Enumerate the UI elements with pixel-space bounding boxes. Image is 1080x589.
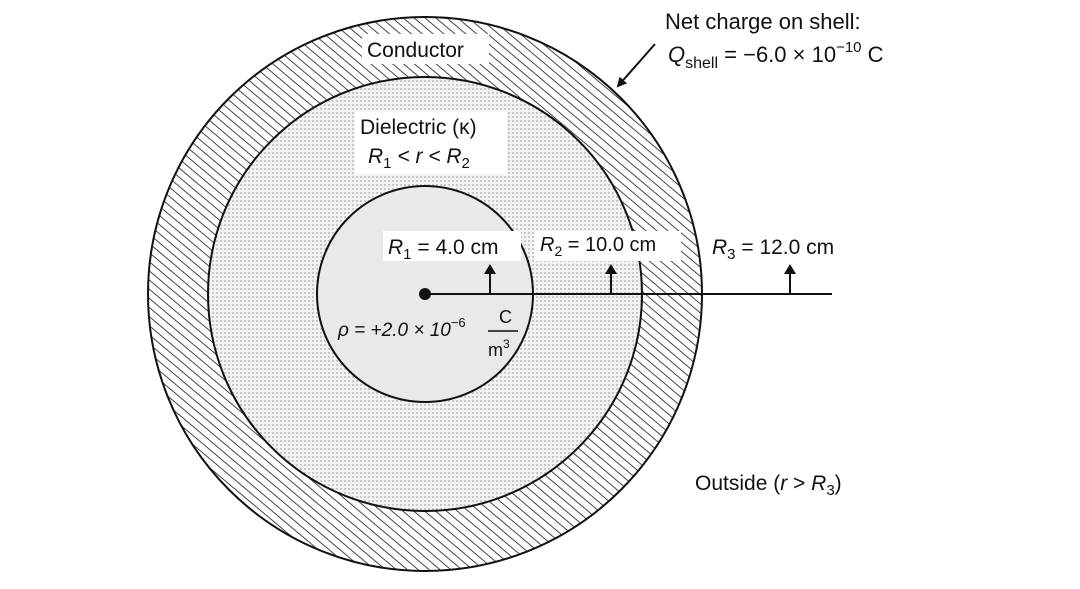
conductor-label: Conductor <box>367 39 464 62</box>
rho-unit-numerator: C <box>499 307 512 327</box>
conductor-label-bg <box>362 34 489 64</box>
dielectric-range: R1 < r < R2 <box>368 145 470 172</box>
dielectric-label: Dielectric (κ) <box>360 116 477 139</box>
r2-label: R2 = 10.0 cm <box>540 234 656 259</box>
r2-label-bg <box>535 231 681 261</box>
center-point <box>419 288 431 300</box>
r1-label: R1 = 4.0 cm <box>388 236 498 263</box>
r3-label: R3 = 12.0 cm <box>712 236 834 263</box>
dielectric-label-bg <box>355 112 507 174</box>
net-charge-title: Net charge on shell: <box>665 9 861 34</box>
q-symbol: Q <box>668 42 685 67</box>
net-charge-value: Qshell = −6.0 × 10−10 C <box>668 39 884 72</box>
r1-label-bg <box>383 231 521 261</box>
outside-label: Outside (r > R3) <box>695 472 842 499</box>
q-unit: C <box>862 42 884 67</box>
rho-unit-denominator: m3 <box>488 337 510 360</box>
q-value: = −6.0 × 10 <box>718 42 836 67</box>
rho-label: ρ = +2.0 × 10−6 <box>337 315 466 341</box>
q-subscript: shell <box>685 55 718 72</box>
q-exponent: −10 <box>836 39 861 56</box>
radius-arrows <box>484 264 796 294</box>
shell-pointer-arrow <box>616 43 656 88</box>
